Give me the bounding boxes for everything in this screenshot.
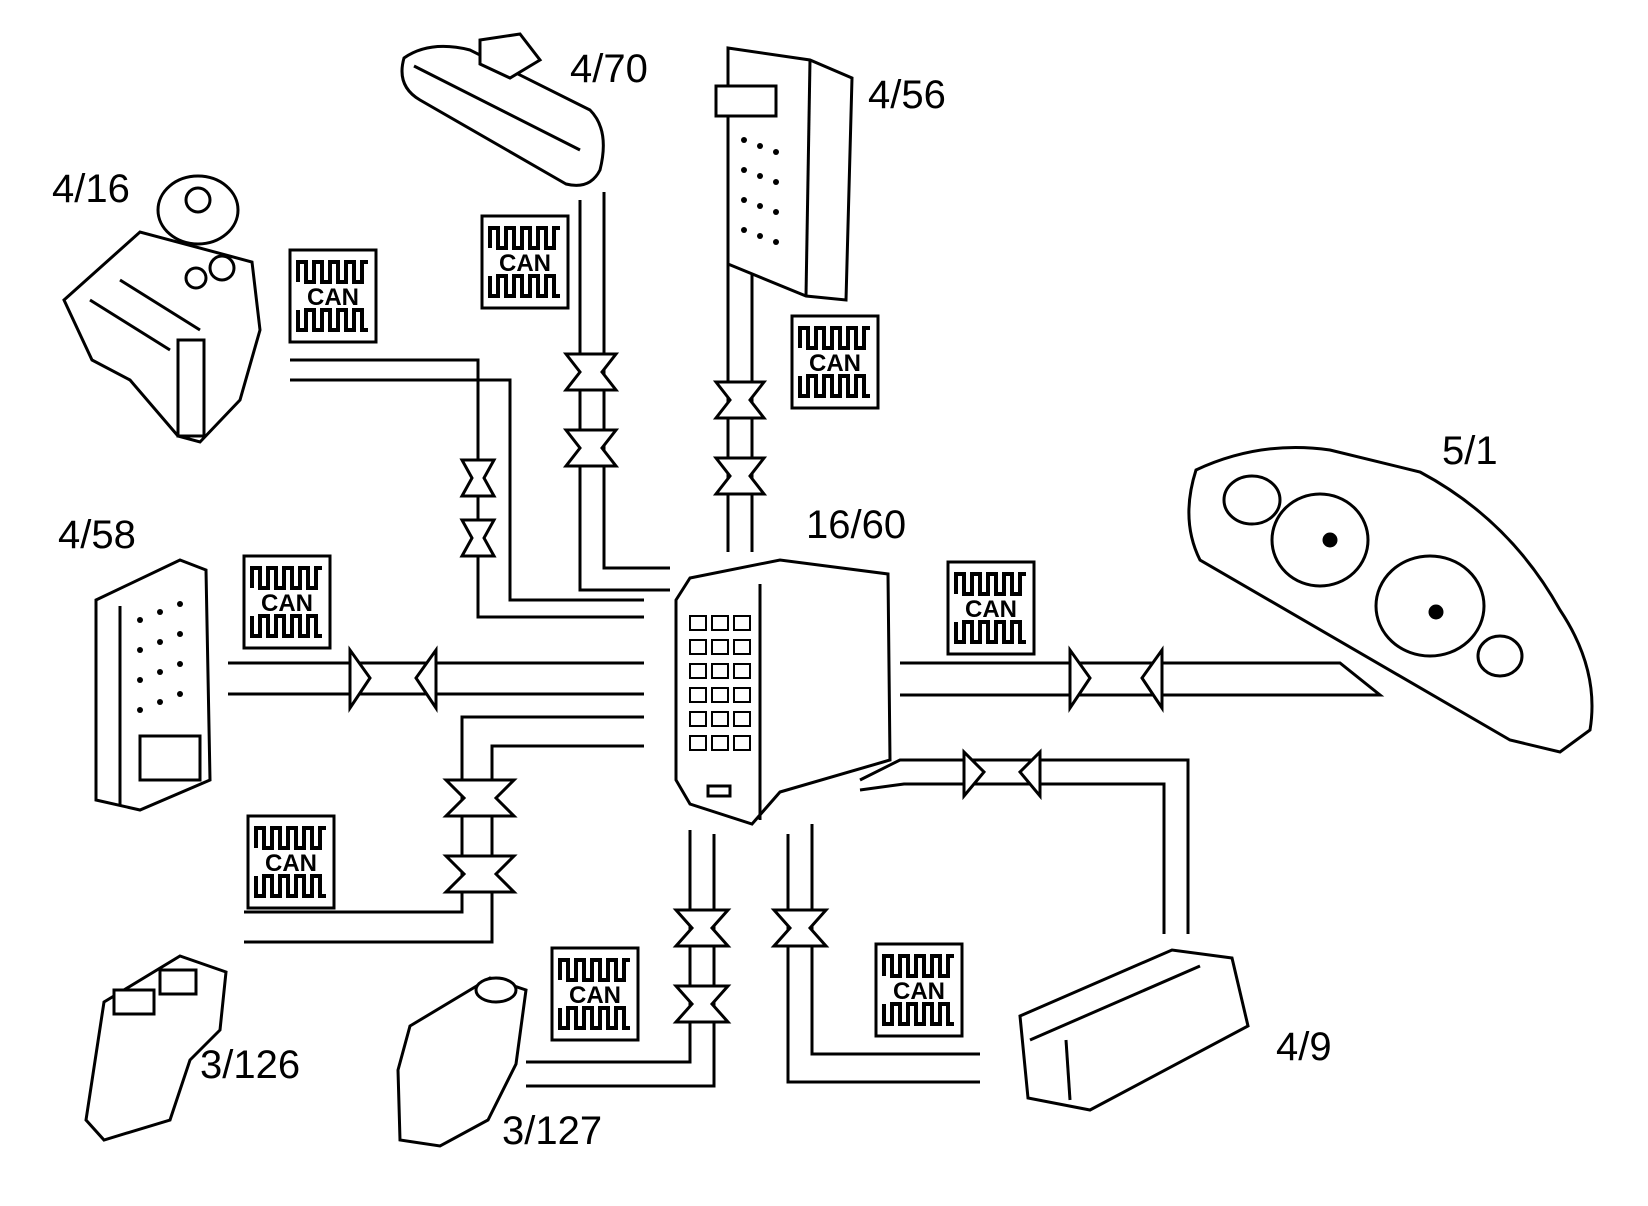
label-4-9: 4/9 [1276,1025,1332,1069]
module-4-58-drawing [94,558,212,812]
can-label: CAN [809,350,861,377]
bus-connectors [348,352,1164,1024]
center-module-16-60-drawing [674,558,892,826]
module-4-16-drawing [62,174,262,444]
label-4-70: 4/70 [570,47,648,91]
can-logo-4-56: CAN [790,314,880,410]
module-4-56-drawing [714,46,854,302]
can-logo-4-70: CAN [480,214,570,310]
module-3-127-drawing [396,976,528,1148]
can-logo-4-9: CAN [874,942,964,1038]
label-4-56: 4/56 [868,73,946,117]
can-label: CAN [965,596,1017,623]
module-5-1-drawing [1187,446,1594,754]
can-logo-4-58: CAN [242,554,332,650]
can-label: CAN [569,982,621,1009]
label-3-127: 3/127 [502,1109,602,1153]
can-logo-3-127: CAN [550,946,640,1042]
module-4-9-drawing [1018,948,1250,1112]
can-logo-4-16: CAN [288,248,378,344]
can-label: CAN [261,590,313,617]
can-logo-5-1: CAN [946,560,1036,656]
component-labels: 4/16 4/70 4/56 4/58 5/1 3/126 3/127 4/9 … [52,47,1498,1153]
can-label: CAN [499,250,551,277]
can-label: CAN [265,850,317,877]
label-3-126: 3/126 [200,1043,300,1087]
module-3-126-drawing [84,954,228,1142]
module-4-70-drawing [400,32,605,187]
can-label: CAN [307,284,359,311]
label-4-58: 4/58 [58,513,136,557]
label-4-16: 4/16 [52,167,130,211]
can-logo-3-126: CAN [246,814,336,910]
label-5-1: 5/1 [1442,429,1498,473]
label-16-60: 16/60 [806,503,906,547]
can-label: CAN [893,978,945,1005]
